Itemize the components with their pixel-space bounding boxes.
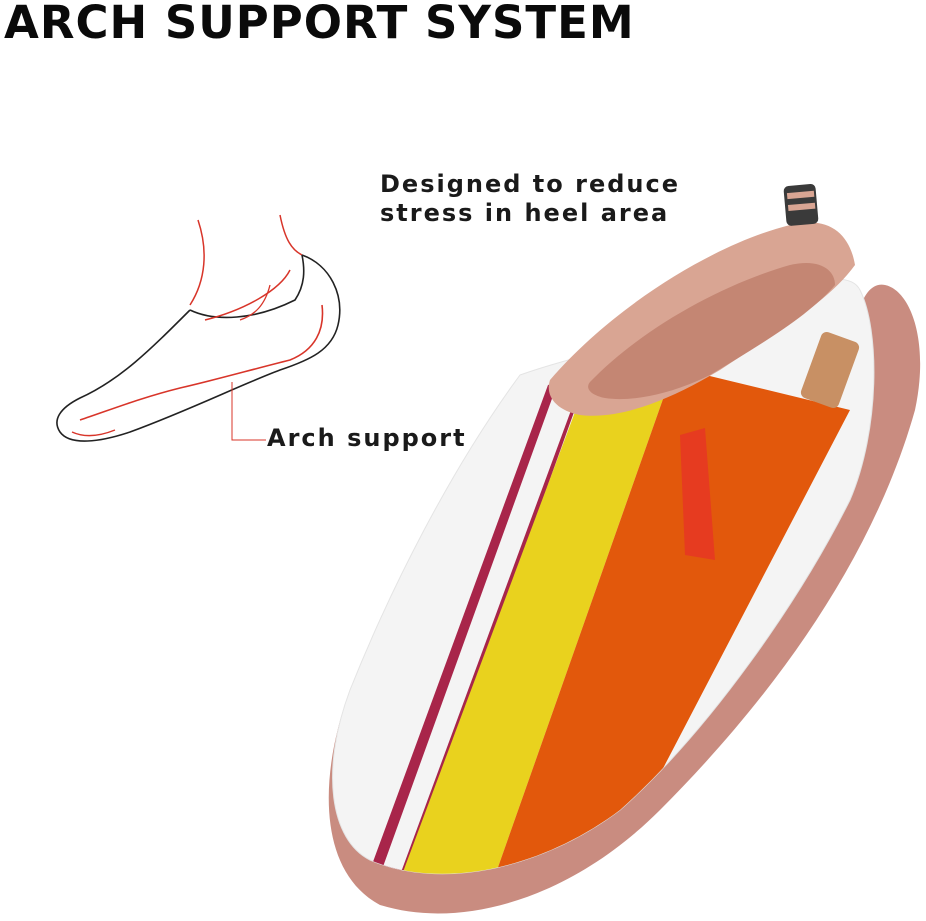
- page-title: ARCH SUPPORT SYSTEM: [4, 0, 635, 49]
- shoe-photo: [328, 184, 921, 914]
- heel-callout-line1: Designed to reduce: [380, 170, 680, 198]
- foot-shoe-sketch-icon: [56, 214, 341, 442]
- arch-callout: Arch support: [267, 424, 467, 452]
- heel-callout-line2: stress in heel area: [380, 199, 670, 227]
- heel-callout: Designed to reduce stress in heel area: [380, 170, 680, 228]
